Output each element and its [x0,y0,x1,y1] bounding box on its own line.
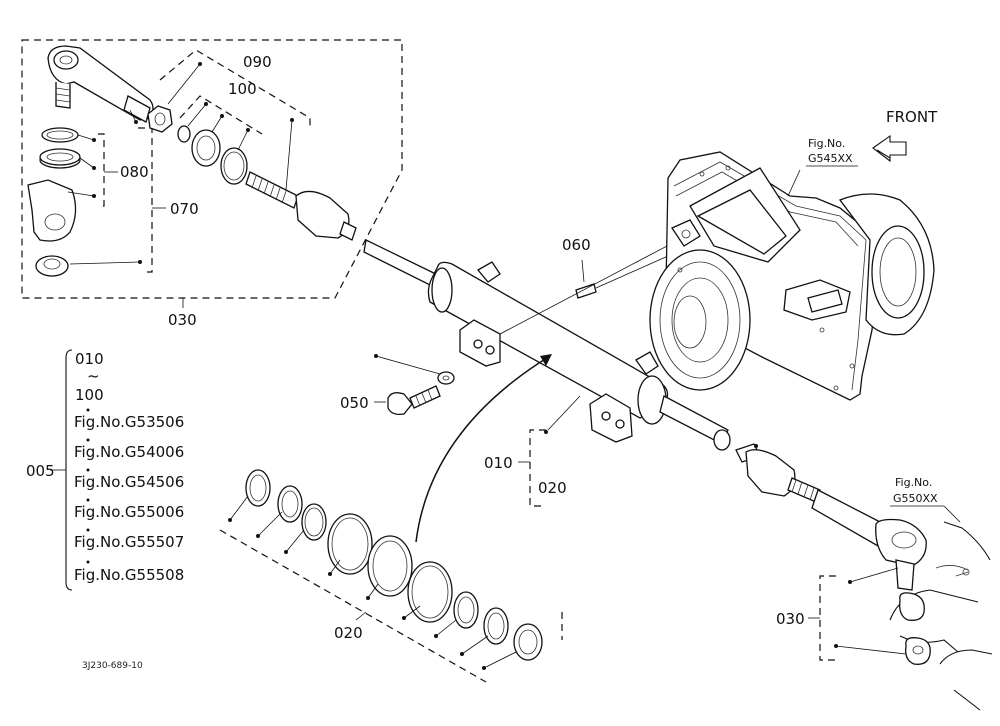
seal-kit-rings: 020 [219,469,563,683]
bolt-050: 050 [340,354,455,416]
ref-housing-line2: G545XX [808,152,853,165]
tie-rod-end-left [47,45,154,123]
part-label-060: 060 [562,236,591,254]
part-label-020-right: 020 [538,479,567,497]
axle-housing [649,151,935,401]
assembly-fig-6: Fig.No.G55508 [74,566,184,584]
inner-tie-rod-top [245,171,357,241]
labels-010-020-right: 010 020 [484,395,581,507]
tie-rod-right [735,443,927,591]
part-label-005: 005 [26,462,55,480]
part-label-090: 090 [243,53,272,71]
figure-reference-housing: Fig.No. G545XX [806,137,858,167]
range-separator: ~ [87,367,100,385]
steering-cylinder [363,239,731,451]
assembly-fig-1: Fig.No.G53506 [74,413,184,431]
assembly-fig-2: Fig.No.G54006 [74,443,184,461]
part-label-070: 070 [170,200,199,218]
front-arrow-icon [872,134,907,163]
tie-rod-end-group-box: 030 [21,39,403,329]
front-label: FRONT [886,108,938,126]
part-label-030-top: 030 [168,311,197,329]
seal-rings-left [27,127,81,277]
assembly-list: 005 010 ~ 100 Fig.No.G53506 Fig.No.G5400… [26,349,184,591]
seal-kit-arrow [415,354,552,543]
ref-housing-line1: Fig.No. [808,137,845,150]
part-label-020-bottom: 020 [334,624,363,642]
assembly-fig-5: Fig.No.G55507 [74,533,184,551]
range-end: 100 [75,386,104,404]
front-direction-indicator: FRONT [872,108,938,163]
assembly-fig-4: Fig.No.G55006 [74,503,184,521]
ref-knuckle-line1: Fig.No. [895,476,932,489]
assembly-fig-3: Fig.No.G54506 [74,473,184,491]
leaders-080-070: 080 070 [67,109,199,273]
figure-code: 3J230-689-10 [82,661,143,671]
figure-reference-knuckle: Fig.No. G550XX [890,476,961,523]
part-label-030-right: 030 [776,610,805,628]
knuckle-arm: 030 [776,521,993,711]
ref-knuckle-line2: G550XX [893,492,938,505]
nut-and-washers: 090 100 [147,49,311,191]
part-label-080: 080 [120,163,149,181]
part-label-100: 100 [228,80,257,98]
part-label-050: 050 [340,394,369,412]
range-start: 010 [75,350,104,368]
part-label-010: 010 [484,454,513,472]
pin-060: 060 [499,235,687,335]
